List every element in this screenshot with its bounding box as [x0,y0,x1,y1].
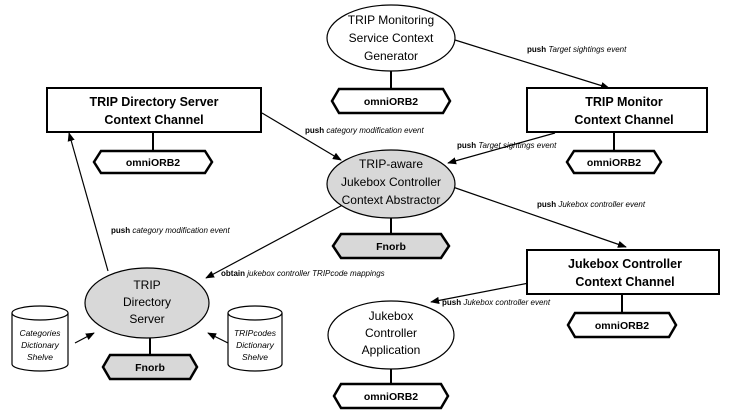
edge-text: category modification event [132,226,230,235]
edge-text: Target sightings event [478,141,557,150]
node-line: Dictionary [236,340,275,350]
edge-verb: push [442,298,461,307]
edge-abstractor-to-jukebox-channel: push Jukebox controller event [446,184,646,248]
orb-badge-directory-channel: omniORB2 [92,149,214,175]
svg-text:push category modification eve: push category modification event [305,126,425,135]
node-tripcodes-shelve: TRIPcodes Dictionary Shelve [227,305,283,372]
edge-verb: push [457,141,476,150]
edge-text: Target sightings event [548,45,627,54]
orb-badge-jukebox-app: omniORB2 [332,382,450,410]
node-jukebox-app: Jukebox Controller Application [327,300,455,370]
node-line: Shelve [242,352,268,362]
node-line: Generator [364,49,418,63]
orb-label: omniORB2 [364,96,418,108]
node-line: TRIP [133,278,160,292]
orb-label: omniORB2 [126,157,180,169]
node-directory-server-channel: TRIP Directory Server Context Channel [46,87,262,133]
edge-verb: push [111,226,130,235]
node-line: TRIPcodes [234,328,277,338]
svg-text:obtain jukebox controller TRIP: obtain jukebox controller TRIPcode mappi… [221,269,385,278]
edge-verb: push [305,126,324,135]
svg-text:push Jukebox controller event: push Jukebox controller event [442,298,551,307]
node-line: Jukebox Controller [568,257,682,271]
orb-badge-monitor: omniORB2 [565,149,663,175]
edge-monitor-to-abstractor: push Target sightings event [447,132,557,165]
node-jukebox-channel: Jukebox Controller Context Channel [526,249,720,295]
edge-verb: obtain [221,269,245,278]
svg-text:push Jukebox controller event: push Jukebox controller event [537,200,646,209]
orb-label: omniORB2 [595,320,649,332]
orb-badge-generator: omniORB2 [330,87,452,115]
node-line: Service Context [349,31,434,45]
node-categories-shelve: Categories Dictionary Shelve [11,305,69,372]
edge-server-to-directory-channel: push category modification event [67,132,231,272]
edge-jukebox-channel-to-app: push Jukebox controller event [430,282,551,307]
node-monitoring-generator: TRIP Monitoring Service Context Generato… [326,4,456,72]
node-line: Shelve [27,352,53,362]
node-line: Dictionary [21,340,60,350]
edge-abstractor-to-server: obtain jukebox controller TRIPcode mappi… [205,199,385,279]
node-line: Application [362,343,421,357]
svg-text:push Target sightings event: push Target sightings event [457,141,557,150]
svg-text:push category modification eve: push category modification event [111,226,231,235]
node-line: TRIP Monitor [585,95,663,109]
node-directory-server: TRIP Directory Server [84,267,210,339]
node-line: TRIP Monitoring [348,13,434,27]
node-line: Context Channel [104,113,203,127]
node-monitor-channel: TRIP Monitor Context Channel [526,87,708,133]
orb-label: omniORB2 [364,391,418,403]
edge-verb: push [537,200,556,209]
node-line: Categories [19,328,61,338]
svg-text:push Target sightings event: push Target sightings event [527,45,627,54]
orb-badge-directory-server: Fnorb [101,353,199,381]
node-line: Controller [365,326,417,340]
edge-generator-to-monitor: push Target sightings event [454,39,627,90]
edge-text: jukebox controller TRIPcode mappings [246,269,384,278]
orb-badge-abstractor: Fnorb [331,232,451,260]
edge-text: Jukebox controller event [462,298,550,307]
orb-badge-jukebox-channel: omniORB2 [566,311,678,339]
node-line: TRIP-aware [359,157,423,171]
node-line: Jukebox Controller [341,175,441,189]
orb-label: omniORB2 [587,157,641,169]
node-line: Context Channel [574,113,673,127]
node-line: Directory [123,295,171,309]
node-line: Server [129,312,164,326]
edge-directory-channel-to-abstractor: push category modification event [261,112,425,161]
edge-text: Jukebox controller event [557,200,645,209]
node-jukebox-abstractor: TRIP-aware Jukebox Controller Context Ab… [326,149,456,219]
edge-text: category modification event [326,126,424,135]
edge-verb: push [527,45,546,54]
node-line: Jukebox [369,309,414,323]
node-line: Context Abstractor [342,193,441,207]
node-line: Context Channel [575,275,674,289]
orb-label: Fnorb [135,362,165,374]
orb-label: Fnorb [376,241,406,253]
node-line: TRIP Directory Server [90,95,219,109]
